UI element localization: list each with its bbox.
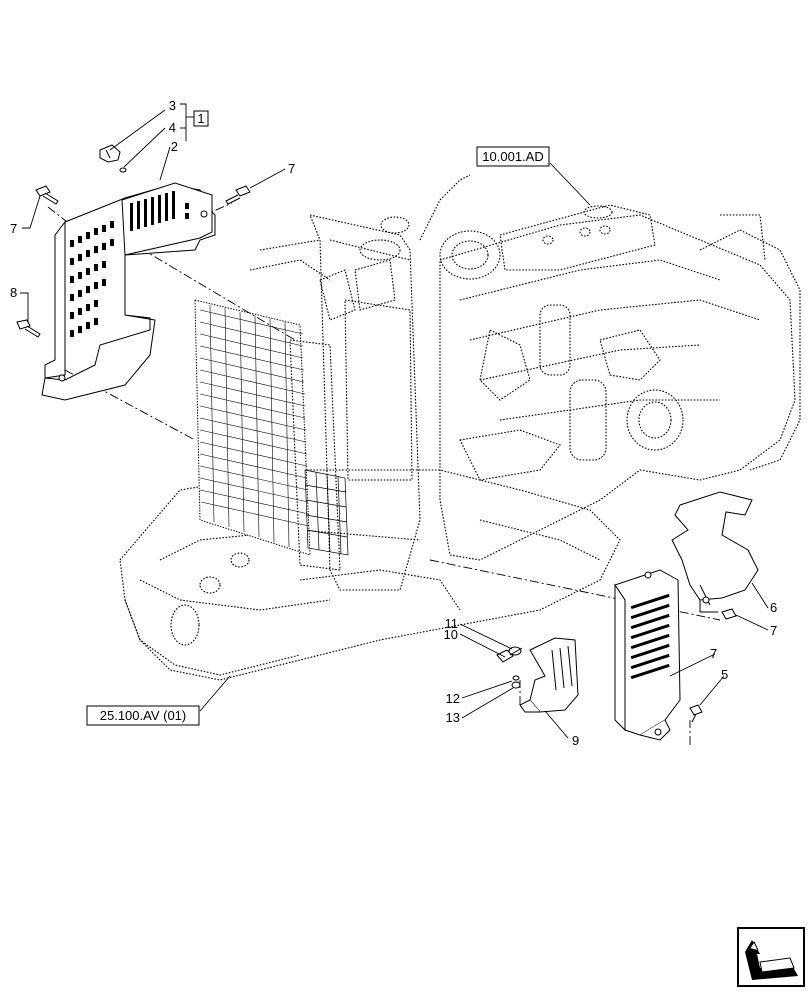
callout-5: 5 — [721, 667, 728, 682]
callout-6: 6 — [770, 600, 777, 615]
bolt-7-right — [721, 608, 737, 620]
callout-7-panel: 7 — [710, 646, 717, 661]
bolt-left-top — [35, 185, 59, 205]
callout-11: 11 — [445, 616, 459, 631]
callout-7-top-right: 7 — [288, 161, 295, 176]
front-frame — [119, 469, 621, 681]
radiator-core-grid — [199, 304, 310, 548]
callout-7-right: 7 — [770, 623, 777, 638]
callout-3: 3 — [169, 98, 176, 113]
callout-12: 12 — [446, 691, 460, 706]
right-shield-panel-6 — [671, 491, 759, 613]
callout-9: 9 — [572, 733, 579, 748]
bracket-9 — [519, 637, 579, 713]
right-vertical-panel — [614, 569, 681, 741]
leader-lines — [20, 103, 769, 739]
hardware-12-13 — [511, 675, 521, 689]
bolt-5 — [689, 704, 703, 723]
shield-slots — [70, 191, 189, 337]
callout-4: 4 — [169, 120, 176, 135]
cooling-pack — [194, 214, 421, 591]
bolt-8 — [16, 319, 41, 338]
bolt-right-top — [225, 185, 251, 205]
left-shield-panel — [41, 182, 216, 401]
callout-7-left: 7 — [10, 221, 17, 236]
kit-reference-box[interactable]: 1 — [193, 110, 209, 127]
engine-assembly — [380, 174, 801, 561]
next-page-arrow-icon[interactable] — [737, 927, 805, 987]
callout-2: 2 — [171, 139, 178, 154]
frame-reference-box[interactable]: 25.100.AV (01) — [86, 705, 200, 726]
callout-13: 13 — [446, 710, 460, 725]
clip-part — [99, 144, 127, 173]
engine-reference-box[interactable]: 10.001.AD — [476, 146, 550, 167]
kit-ref-label: 1 — [197, 111, 204, 126]
engine-ref-label: 10.001.AD — [482, 149, 543, 164]
callout-10: 10 — [444, 627, 458, 642]
callout-8: 8 — [10, 285, 17, 300]
panel-slots — [630, 593, 670, 680]
hardware-10-11 — [496, 646, 523, 663]
frame-ref-label: 25.100.AV (01) — [100, 708, 186, 723]
callouts: 3 4 2 7 7 8 11 10 12 13 9 7 5 6 7 — [10, 98, 777, 748]
screen-mesh — [304, 469, 349, 556]
